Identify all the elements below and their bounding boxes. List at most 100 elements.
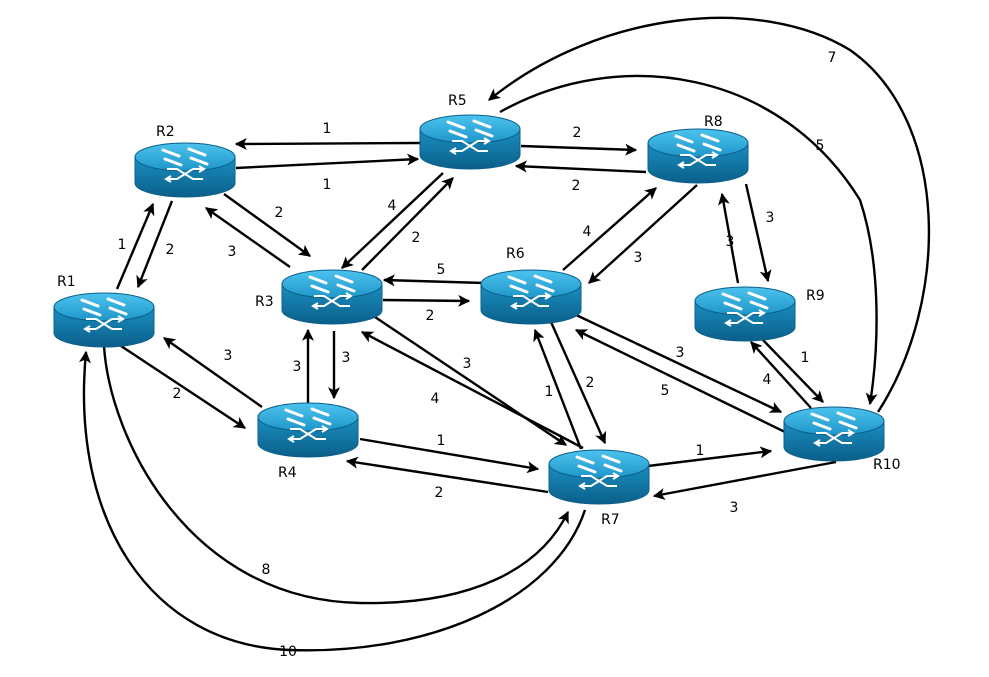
- link-weight-r9-to-r8: 3: [726, 234, 735, 250]
- link-arrow-r7-to-r1: [79, 350, 587, 652]
- link-weight-r5-to-r10: 5: [816, 138, 825, 154]
- link-arrow-r9-to-r10: [760, 337, 824, 403]
- link-weight-r7-to-r1: 10: [279, 644, 297, 660]
- link-arrow-r1-to-r7: [102, 345, 570, 605]
- link-weight-r10-to-r5: 7: [828, 50, 837, 66]
- link-arrow-r5-to-r10: [499, 74, 878, 406]
- router-r5[interactable]: R5: [419, 93, 521, 170]
- link-arrow-r4-to-r1: [163, 337, 263, 408]
- link-weight-r3-to-r2: 3: [228, 244, 237, 260]
- link-weight-r2-to-r5: 1: [323, 177, 332, 193]
- link-arrow-r1-to-r2: [115, 202, 155, 290]
- link-weight-r6-to-r8: 4: [583, 224, 592, 240]
- link-weight-r5-to-r3: 4: [388, 198, 397, 214]
- router-r2[interactable]: R2: [134, 124, 236, 198]
- link-weight-r6-to-r3: 5: [437, 262, 446, 278]
- link-arrow-r7-to-r6: [533, 328, 583, 450]
- link-weight-r1-to-r2: 1: [118, 237, 127, 253]
- link-arrow-r5-to-r8: [520, 143, 638, 156]
- link-weight-r7-to-r6: 1: [545, 384, 554, 400]
- link-weight-r8-to-r6: 3: [634, 250, 643, 266]
- link-arrow-r3-to-r6: [382, 294, 471, 307]
- router-r3[interactable]: R3: [255, 269, 383, 325]
- link-weight-r1-to-r4: 2: [173, 386, 182, 402]
- router-r8[interactable]: R8: [647, 114, 749, 184]
- link-weight-r2-to-r3: 2: [275, 205, 284, 221]
- link-arrow-r2-to-r3: [223, 193, 311, 257]
- link-arrow-r2-to-r5: [235, 153, 420, 170]
- cisco-router-icon: [480, 269, 582, 325]
- link-arrow-r8-to-r5: [514, 160, 647, 174]
- link-arrow-r6-to-r10: [573, 312, 783, 414]
- cisco-router-icon: [548, 449, 650, 505]
- link-weight-r10-to-r9: 4: [763, 372, 772, 388]
- link-arrow-r5-to-r3: [341, 172, 444, 269]
- router-r1[interactable]: R1: [53, 274, 155, 348]
- link-weight-r5-to-r2: 1: [323, 121, 332, 137]
- link-weight-r4-to-r7: 1: [437, 433, 446, 449]
- router-r4[interactable]: R4: [257, 402, 359, 481]
- link-arrow-r2-to-r1: [136, 200, 174, 289]
- link-arrow-r3-to-r2: [205, 207, 291, 268]
- router-r9[interactable]: R9: [694, 286, 825, 342]
- link-arrow-r6-to-r3: [382, 274, 485, 287]
- link-arrow-r10-to-r7: [652, 460, 837, 500]
- router-label-r3: R3: [255, 294, 274, 310]
- link-weight-r3-to-r4: 3: [342, 350, 351, 366]
- link-weight-r7-to-r3: 4: [431, 391, 440, 407]
- link-arrow-r1-to-r4: [120, 344, 247, 430]
- router-label-r9: R9: [806, 288, 825, 304]
- router-r10[interactable]: R10: [783, 406, 901, 473]
- router-label-r2: R2: [156, 124, 175, 140]
- link-arrow-r7-to-r3: [360, 330, 584, 450]
- router-label-r10: R10: [873, 457, 901, 473]
- link-weight-r7-to-r4: 2: [435, 485, 444, 501]
- link-weight-r4-to-r3: 3: [293, 359, 302, 375]
- link-arrow-r8-to-r9: [744, 183, 772, 283]
- cisco-router-icon: [257, 402, 359, 458]
- router-label-r5: R5: [448, 93, 467, 109]
- cisco-router-icon: [281, 269, 383, 325]
- links-layer: [79, 16, 931, 652]
- cisco-router-icon: [419, 114, 521, 170]
- link-arrow-r8-to-r6: [588, 184, 698, 284]
- link-weight-r6-to-r10: 3: [676, 345, 685, 361]
- link-arrow-r6-to-r8: [562, 187, 657, 271]
- link-weight-r3-to-r7: 3: [463, 356, 472, 372]
- cisco-router-icon: [694, 286, 796, 342]
- link-weight-r3-to-r6: 2: [426, 308, 435, 324]
- router-r7[interactable]: R7: [548, 449, 650, 528]
- link-weight-r9-to-r10: 1: [801, 350, 810, 366]
- link-weight-r5-to-r8: 2: [573, 125, 582, 141]
- link-weight-r3-to-r5: 2: [412, 230, 421, 246]
- link-weight-r8-to-r5: 2: [572, 178, 581, 194]
- link-weight-r10-to-r7: 3: [730, 500, 739, 516]
- link-weight-r1-to-r7: 8: [262, 562, 271, 578]
- link-arrow-r10-to-r6: [574, 328, 786, 434]
- link-arrow-r5-to-r2: [234, 137, 421, 150]
- link-arrow-r10-to-r5: [488, 16, 931, 413]
- link-arrow-r10-to-r9: [750, 341, 812, 409]
- link-arrow-r3-to-r5: [361, 177, 454, 271]
- link-weight-r2-to-r1: 2: [166, 242, 175, 258]
- link-weight-r10-to-r6: 5: [661, 383, 670, 399]
- link-weight-r8-to-r9: 3: [766, 210, 775, 226]
- cisco-router-icon: [647, 128, 749, 184]
- router-label-r4: R4: [278, 465, 297, 481]
- cisco-router-icon: [783, 406, 885, 462]
- link-weight-r6-to-r7: 2: [586, 375, 595, 391]
- link-arrow-r7-to-r10: [647, 446, 773, 468]
- link-arrow-r6-to-r7: [549, 321, 607, 445]
- router-label-r6: R6: [506, 246, 525, 262]
- router-label-r7: R7: [601, 512, 620, 528]
- cisco-router-icon: [53, 292, 155, 348]
- link-arrow-r7-to-r4: [345, 456, 549, 494]
- router-label-r1: R1: [57, 274, 76, 290]
- link-weight-r7-to-r10: 1: [696, 443, 705, 459]
- router-r6[interactable]: R6: [480, 246, 582, 325]
- link-weight-r4-to-r1: 3: [224, 348, 233, 364]
- cisco-router-icon: [134, 142, 236, 198]
